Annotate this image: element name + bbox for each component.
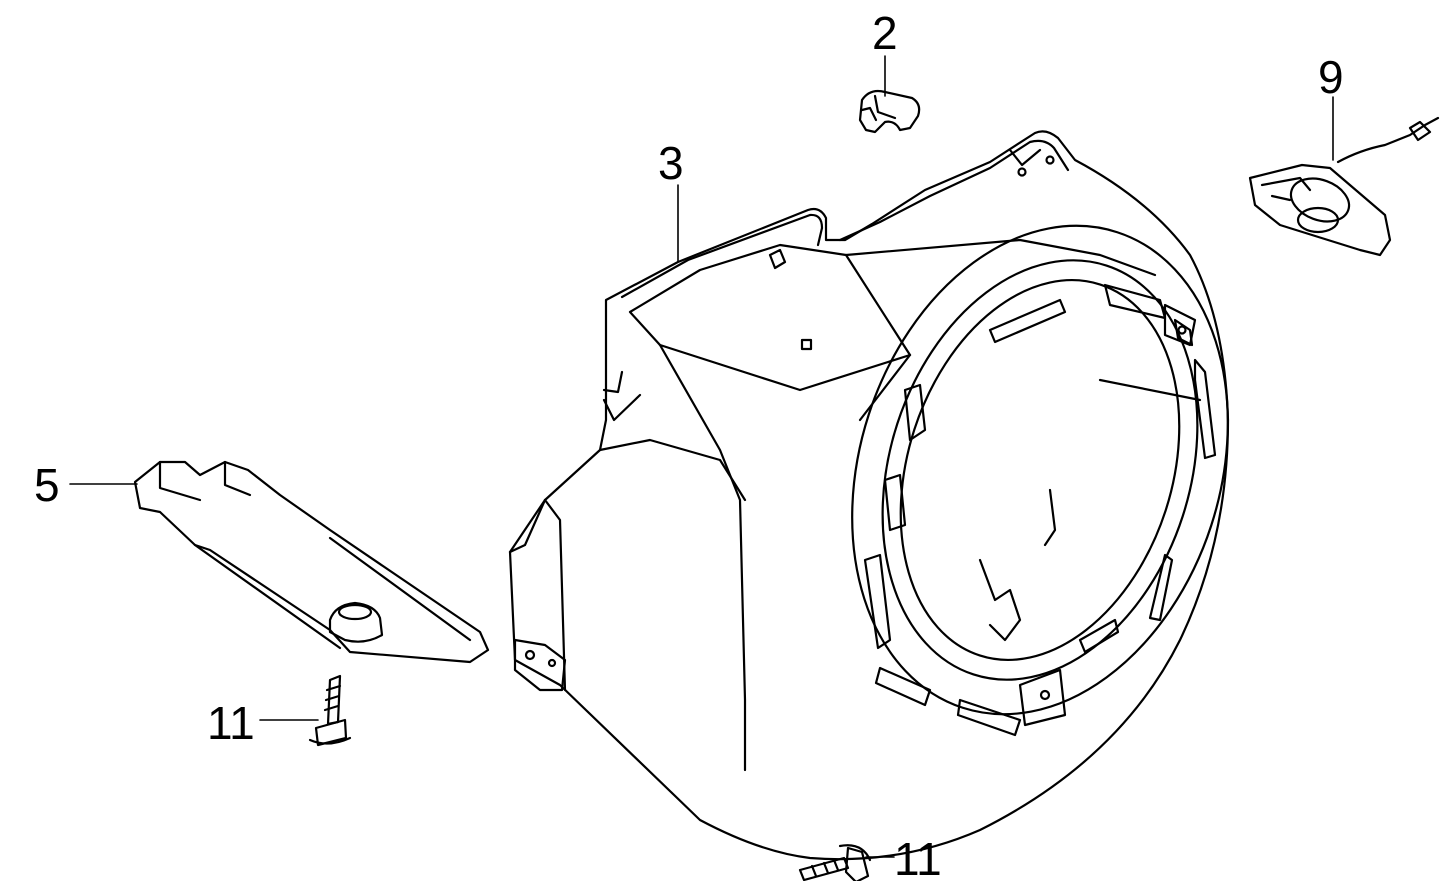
- callout-label-11-left: 11: [207, 697, 255, 749]
- callout-label-3: 3: [658, 137, 684, 189]
- clip-part: [858, 89, 921, 134]
- callout-label-11-bottom: 11: [894, 833, 942, 885]
- bolt-left: [308, 674, 352, 747]
- fan-cover-shroud: [508, 130, 1230, 861]
- leader-lines: [69, 55, 1334, 858]
- callout-label-2: 2: [872, 7, 898, 59]
- oil-alert-switch-part: [1248, 116, 1440, 257]
- bolt-bottom: [798, 844, 872, 881]
- callout-label-5: 5: [34, 459, 60, 511]
- callout-label-9: 9: [1318, 51, 1344, 103]
- guard-plate-part: [133, 460, 490, 664]
- ring-slots: [863, 283, 1217, 737]
